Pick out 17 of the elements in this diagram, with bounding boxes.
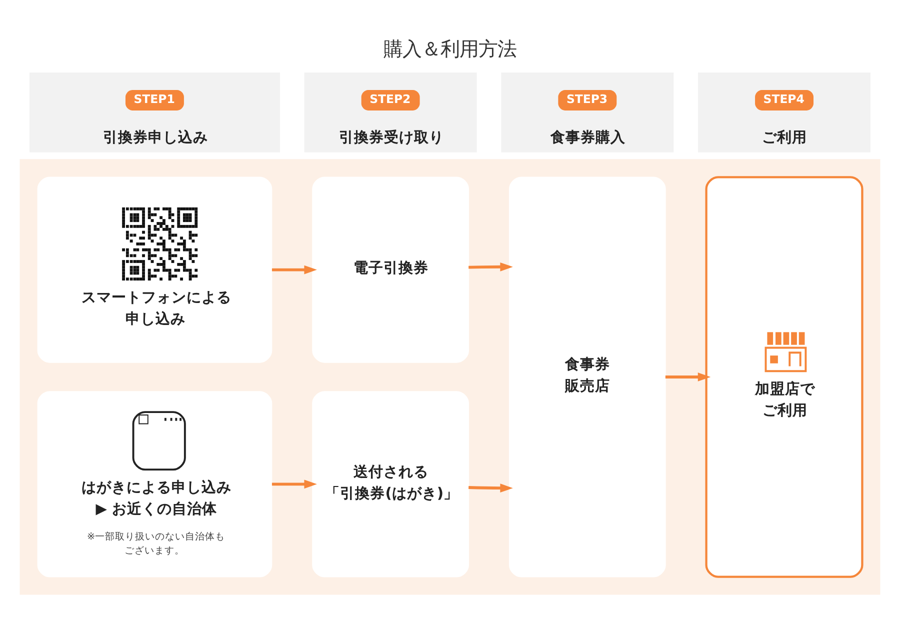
node-box: はがきによる申し込み▶ お近くの自治体 ※一部取り扱いのない自治体もございます。: [37, 391, 272, 578]
node-box: 加盟店でご利用: [705, 176, 864, 578]
node-box: STEP4: [755, 90, 814, 110]
node-box: 送付される「引換券(はがき)」: [312, 391, 469, 578]
node-box: 電子引換券: [312, 176, 469, 363]
node-box: STEP2: [361, 90, 420, 110]
diagram-title: 購入＆利用方法: [384, 37, 516, 60]
cluster: [20, 159, 880, 595]
node-box: スマートフォンによる申し込み: [37, 176, 272, 363]
arrow: [272, 265, 317, 274]
arrow: [468, 484, 513, 492]
node-box: STEP1: [125, 90, 184, 110]
node-box: 食事券販売店: [508, 176, 666, 578]
arrow: [272, 480, 317, 489]
node-box: STEP3: [558, 90, 617, 110]
arrow: [665, 372, 711, 382]
arrow: [468, 262, 513, 272]
